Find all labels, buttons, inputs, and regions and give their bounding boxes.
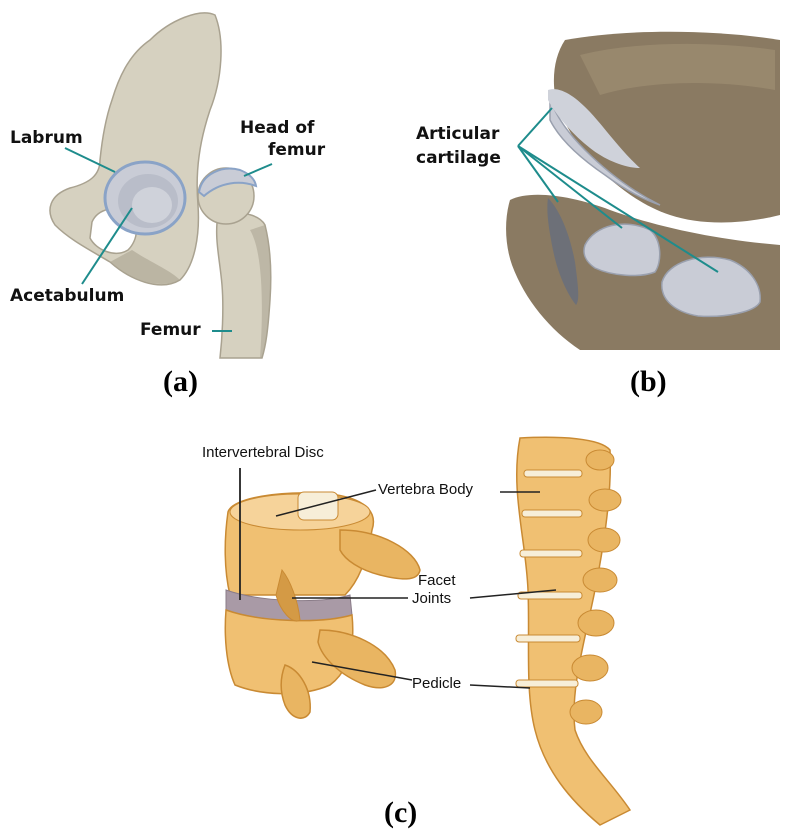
panel-a-illustration	[0, 0, 400, 410]
spine-process	[586, 450, 614, 470]
panel-b: Articular cartilage (b)	[400, 0, 801, 410]
spine-process	[589, 489, 621, 511]
spine-disc	[524, 470, 582, 477]
panel-a: Labrum Head of femur Acetabulum Femur (a…	[0, 0, 400, 410]
panel-b-illustration	[400, 0, 801, 410]
label-vertebra-body: Vertebra Body	[378, 481, 473, 498]
label-head-of-femur-line2: femur	[268, 140, 325, 160]
acetabulum-inner	[132, 187, 172, 223]
caption-a: (a)	[163, 365, 198, 399]
leader-articular-1	[518, 108, 552, 146]
label-articular-line2: cartilage	[416, 148, 501, 168]
spine-process	[578, 610, 614, 636]
spinal-cord-segment	[298, 492, 338, 520]
label-labrum: Labrum	[10, 128, 83, 148]
spine-disc	[516, 680, 578, 687]
spine-process	[572, 655, 608, 681]
label-facet-line1: Facet	[418, 572, 456, 589]
label-acetabulum: Acetabulum	[10, 286, 124, 306]
label-facet-line2: Joints	[412, 590, 451, 607]
caption-b: (b)	[630, 365, 667, 399]
label-intervertebral-disc: Intervertebral Disc	[202, 444, 324, 461]
spine-process	[570, 700, 602, 724]
spine-process	[583, 568, 617, 592]
tibia-cartilage-left	[584, 224, 660, 275]
spine-disc	[516, 635, 580, 642]
caption-c: (c)	[384, 796, 417, 830]
label-pedicle: Pedicle	[412, 675, 461, 692]
label-femur: Femur	[140, 320, 201, 340]
spine-disc	[522, 510, 582, 517]
spine-process	[588, 528, 620, 552]
label-articular-line1: Articular	[416, 124, 499, 144]
leader-head-of-femur	[244, 164, 272, 176]
spine-disc	[520, 550, 582, 557]
hip-bone-shape	[50, 13, 221, 285]
panel-c: Intervertebral Disc Vertebra Body Facet …	[0, 430, 801, 832]
label-head-of-femur-line1: Head of	[240, 118, 314, 138]
